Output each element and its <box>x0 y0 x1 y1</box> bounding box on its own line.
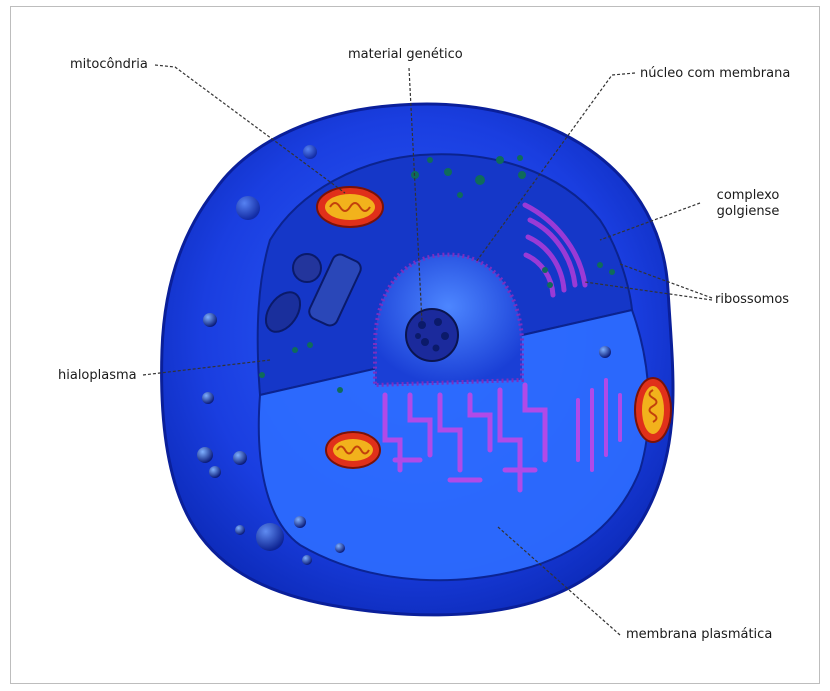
label-membrana-plasmatica: membrana plasmática <box>626 627 772 642</box>
mitochondrion-right <box>635 378 671 442</box>
label-mitocondria: mitocôndria <box>70 57 148 72</box>
label-nucleo-com-membrana: núcleo com membrana <box>640 66 790 81</box>
mitochondrion-left <box>326 432 380 468</box>
label-hialoplasma: hialoplasma <box>58 368 137 383</box>
label-ribossomos: ribossomos <box>715 292 789 307</box>
label-complexo: complexo <box>713 188 783 203</box>
genetic-material <box>406 309 458 361</box>
label-material-genetico: material genético <box>348 47 463 62</box>
label-golgiense: golgiense <box>713 204 783 219</box>
mitochondrion-top <box>317 187 383 227</box>
